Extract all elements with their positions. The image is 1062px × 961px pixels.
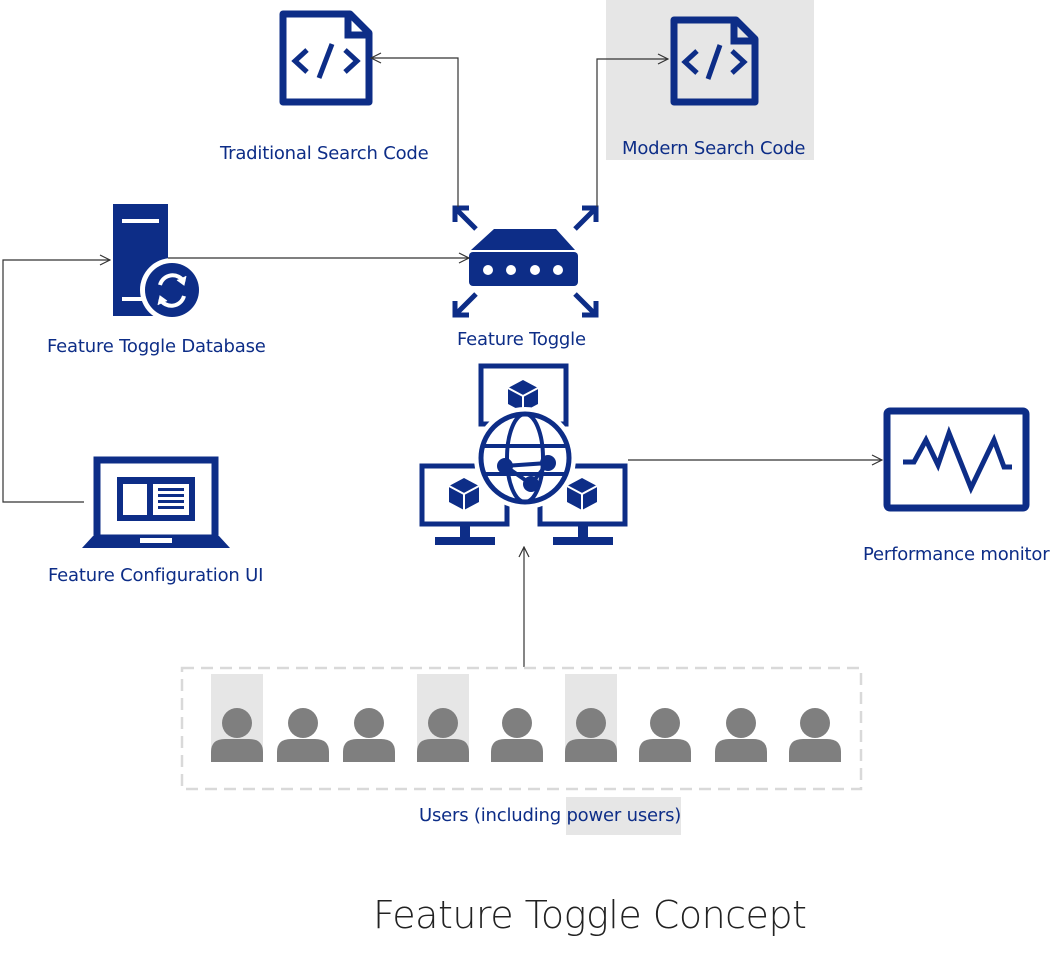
connector-toggle-to-modern [596, 59, 668, 207]
database-label: Feature Toggle Database [47, 336, 266, 357]
toggle-label: Feature Toggle [457, 329, 586, 350]
diagram-caption: Feature Toggle Concept [373, 893, 807, 937]
user-icon [565, 708, 617, 762]
user-icon [417, 708, 469, 762]
web-app-icon [419, 363, 628, 545]
connectors [2, 58, 882, 667]
user-item [343, 708, 395, 762]
user-item [789, 708, 841, 762]
code-file-icon [279, 10, 373, 106]
users-layer [211, 674, 841, 762]
user-icon [491, 708, 543, 762]
users-label-highlight: power users) [566, 797, 681, 835]
modern-code-highlight [606, 0, 814, 160]
user-item [565, 674, 617, 762]
user-icon [277, 708, 329, 762]
user-item [277, 708, 329, 762]
user-item [639, 708, 691, 762]
user-icon [639, 708, 691, 762]
user-item [417, 674, 469, 762]
user-item [715, 708, 767, 762]
monitor-label: Performance monitor [863, 544, 1050, 565]
code-file-icon [670, 16, 759, 106]
user-item [491, 708, 543, 762]
server-sync-icon [113, 204, 204, 322]
modern-code-label: Modern Search Code [622, 138, 806, 159]
laptop-icon [82, 456, 230, 548]
user-icon [211, 708, 263, 762]
user-item [211, 674, 263, 762]
users-label-prefix: Users (including [419, 805, 567, 826]
monitor-chart-icon [883, 407, 1030, 512]
router-icon [452, 205, 599, 318]
connector-toggle-to-traditional [371, 58, 459, 207]
user-icon [343, 708, 395, 762]
users-group-border [180, 666, 863, 791]
connector-config-to-database [2, 260, 110, 503]
users-label: Users (including power users) [419, 797, 681, 835]
config-ui-label: Feature Configuration UI [48, 565, 264, 586]
user-icon [789, 708, 841, 762]
user-icon [715, 708, 767, 762]
traditional-code-label: Traditional Search Code [220, 143, 429, 164]
